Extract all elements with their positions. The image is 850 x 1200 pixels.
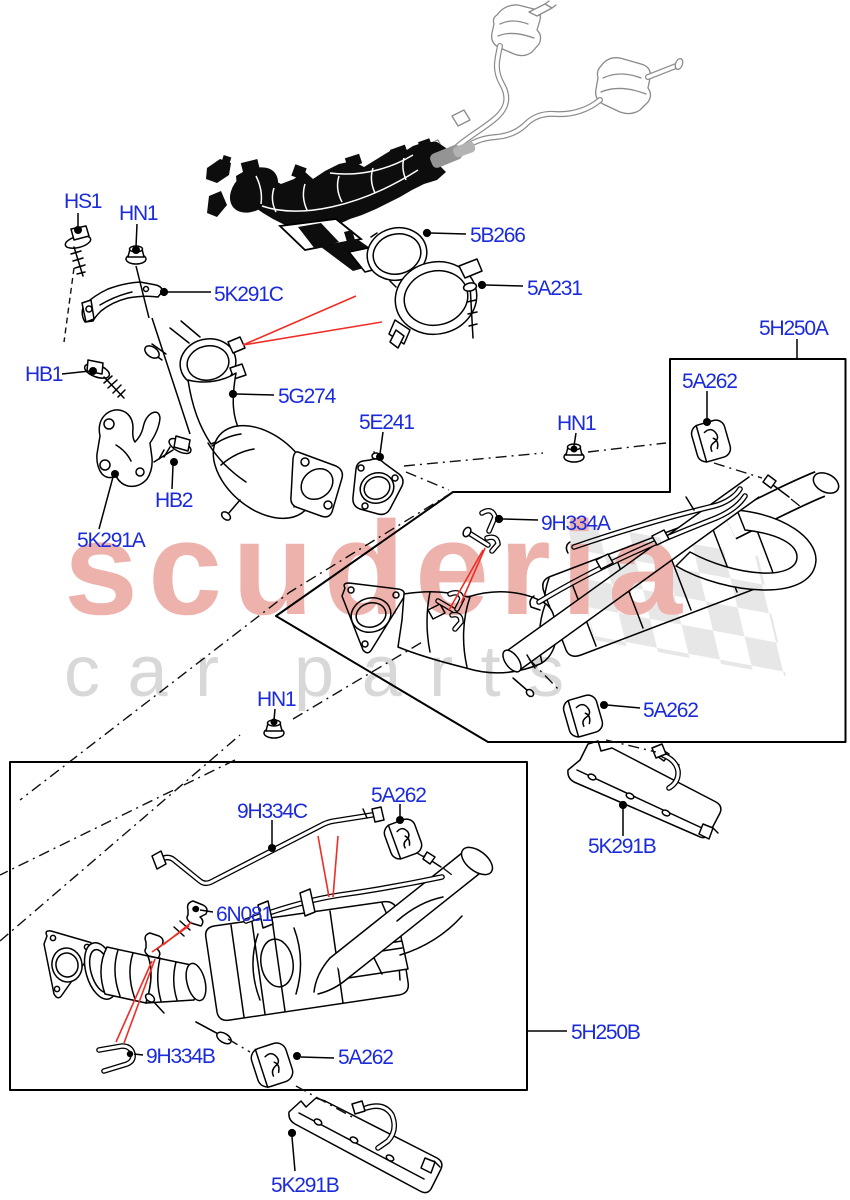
svg-text:5E241: 5E241 — [359, 411, 414, 434]
svg-text:HN1: HN1 — [119, 202, 158, 225]
svg-text:5A262: 5A262 — [643, 699, 698, 722]
svg-text:scuderia: scuderia — [64, 495, 683, 643]
svg-text:9H334A: 9H334A — [541, 512, 611, 535]
svg-text:5A262: 5A262 — [682, 370, 737, 393]
svg-text:5G274: 5G274 — [278, 385, 337, 408]
svg-text:5A262: 5A262 — [338, 1046, 393, 1069]
svg-text:5H250B: 5H250B — [571, 1021, 640, 1044]
svg-text:9H334C: 9H334C — [237, 800, 308, 823]
svg-text:5K291C: 5K291C — [214, 283, 284, 306]
svg-text:5B266: 5B266 — [470, 224, 525, 247]
svg-text:car parts: car parts — [64, 632, 592, 712]
svg-text:5K291B: 5K291B — [588, 835, 656, 858]
svg-text:5K291A: 5K291A — [77, 529, 146, 552]
svg-text:9H334B: 9H334B — [146, 1045, 215, 1068]
svg-text:5A231: 5A231 — [527, 277, 582, 300]
svg-text:5K291B: 5K291B — [271, 1174, 339, 1197]
svg-text:HB1: HB1 — [25, 363, 63, 386]
svg-text:HB2: HB2 — [155, 489, 193, 512]
svg-text:HN1: HN1 — [557, 412, 596, 435]
svg-text:HS1: HS1 — [64, 190, 102, 213]
svg-text:6N081: 6N081 — [216, 903, 272, 926]
svg-text:HN1: HN1 — [257, 688, 296, 711]
svg-text:5H250A: 5H250A — [759, 317, 829, 340]
svg-text:5A262: 5A262 — [371, 784, 426, 807]
